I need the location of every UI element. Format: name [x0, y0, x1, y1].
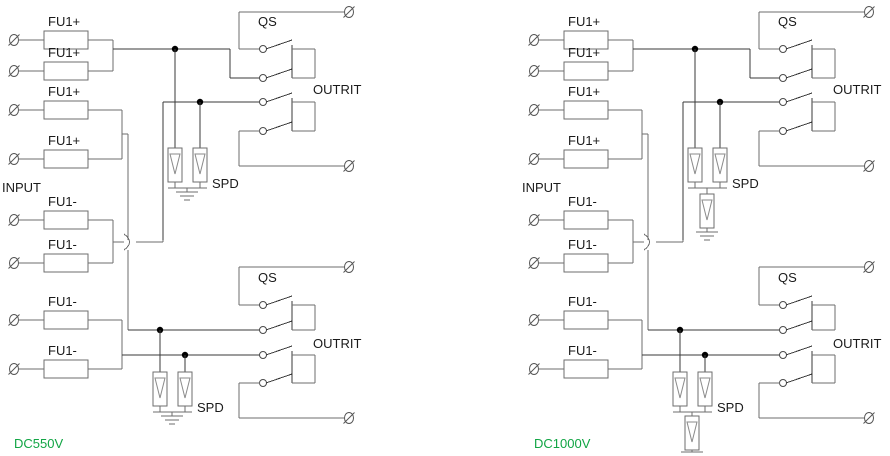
group-bottom-left: SPD: [8, 210, 361, 425]
fuse-label: FU1-: [568, 194, 597, 209]
fuse-label: FU1+: [48, 133, 80, 148]
spd-label: SPD: [732, 176, 759, 191]
spd-unit: SPD: [152, 371, 224, 425]
qs-switch[interactable]: QS: [758, 261, 875, 424]
spd-label: SPD: [212, 176, 239, 191]
outrit-label: OUTRIT: [833, 82, 881, 97]
group-bottom-right: SPD: [528, 210, 881, 453]
spd-unit: SPD: [672, 371, 744, 453]
spd-unit: SPD: [687, 147, 759, 241]
fuse-unit: [528, 149, 642, 169]
fuse-label: FU1-: [48, 237, 77, 252]
outrit-label: OUTRIT: [833, 336, 881, 351]
fuse-label: FU1+: [48, 45, 80, 60]
fuse-unit: [8, 149, 122, 169]
fuse-label: FU1-: [568, 237, 597, 252]
fuse-label: FU1-: [48, 294, 77, 309]
fuse-label: FU1+: [48, 14, 80, 29]
qs-label: QS: [778, 14, 797, 29]
fuse-unit: [528, 359, 642, 379]
qs-switch[interactable]: QS: [238, 261, 355, 424]
qs-label: QS: [258, 14, 277, 29]
group-top-left: SPD: [8, 6, 361, 240]
fuse-unit: [8, 253, 113, 273]
fuse-label: FU1-: [568, 294, 597, 309]
outrit-label: OUTRIT: [313, 82, 361, 97]
fuse-label: FU1-: [568, 343, 597, 358]
voltage-caption: DC550V: [14, 436, 63, 451]
fuse-unit: [8, 210, 113, 230]
fuse-label: FU1+: [568, 45, 600, 60]
qs-label: QS: [778, 270, 797, 285]
fuse-label: FU1-: [48, 194, 77, 209]
outrit-label: OUTRIT: [313, 336, 361, 351]
fuse-unit: [8, 359, 122, 379]
spd-label: SPD: [717, 400, 744, 415]
spd-label: SPD: [197, 400, 224, 415]
fuse-unit: [528, 253, 633, 273]
fuse-unit: [8, 30, 113, 50]
spd-series-arrester: [684, 415, 700, 451]
fuse-unit: [8, 310, 122, 330]
fuse-unit: [528, 210, 633, 230]
fuse-unit: [528, 61, 633, 81]
diagram-dc550v: SPD: [2, 6, 361, 451]
group-top-right: SPD: [528, 6, 881, 241]
input-label: INPUT: [2, 180, 41, 195]
fuse-label: FU1+: [48, 84, 80, 99]
diagram-dc1000v: SPD: [522, 6, 881, 453]
fuse-unit: [528, 310, 642, 330]
spd-series-arrester: [699, 193, 715, 229]
fuse-unit: [8, 61, 113, 81]
fuse-label: FU1+: [568, 133, 600, 148]
qs-label: QS: [258, 270, 277, 285]
fuse-label: FU1-: [48, 343, 77, 358]
fuse-label: FU1+: [568, 84, 600, 99]
fuse-unit: [528, 30, 633, 50]
qs-switch[interactable]: QS: [238, 6, 355, 172]
fuse-label: FU1+: [568, 14, 600, 29]
input-label: INPUT: [522, 180, 561, 195]
voltage-caption: DC1000V: [534, 436, 591, 451]
qs-switch[interactable]: QS: [758, 6, 875, 172]
fuse-unit: [528, 100, 642, 120]
spd-unit: SPD: [167, 147, 239, 201]
fuse-unit: [8, 100, 122, 120]
